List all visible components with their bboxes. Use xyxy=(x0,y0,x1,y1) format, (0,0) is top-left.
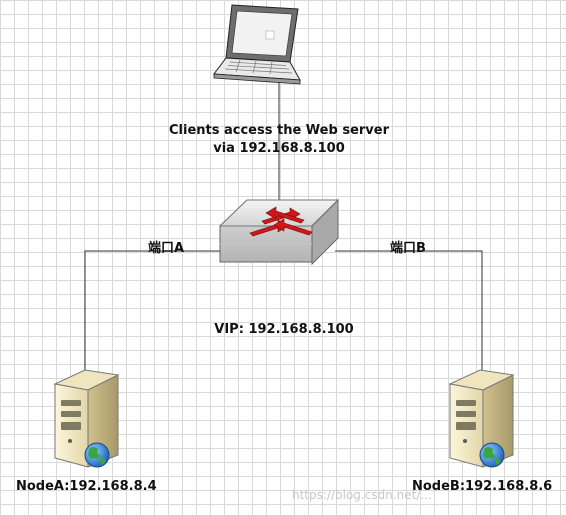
laptop-icon xyxy=(213,4,301,85)
watermark: https://blog.csdn.net/... xyxy=(292,488,432,502)
globe-icon xyxy=(479,442,505,468)
vip-label: VIP: 192.168.8.100 xyxy=(214,322,354,337)
globe-icon xyxy=(84,442,110,468)
switch-arrows xyxy=(249,206,313,237)
port-a-label: 端口A xyxy=(148,241,185,256)
port-b-label: 端口B xyxy=(390,241,426,256)
node-b-label: NodeB:192.168.8.6 xyxy=(412,479,553,494)
link-port-b xyxy=(335,250,483,372)
switch-icon xyxy=(218,198,340,266)
client-label-line1: Clients access the Web server xyxy=(168,123,390,138)
node-a-label: NodeA:192.168.8.4 xyxy=(16,479,157,494)
connection-lines xyxy=(84,82,483,372)
link-port-a xyxy=(84,250,226,372)
client-label-line2: via 192.168.8.100 xyxy=(213,141,345,156)
